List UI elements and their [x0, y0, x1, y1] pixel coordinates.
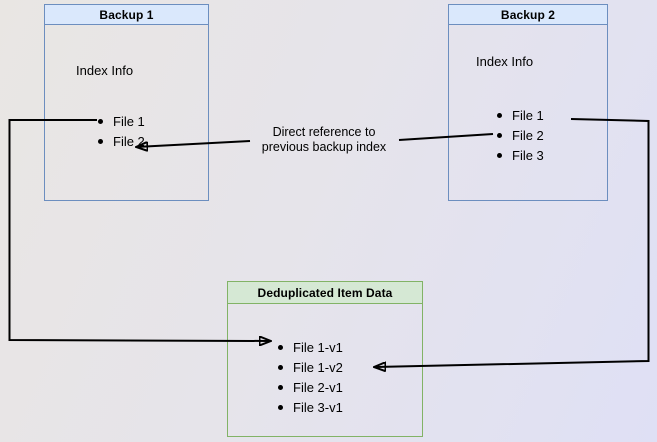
backup1-index-info-label: Index Info	[76, 63, 134, 78]
bullet-icon	[98, 138, 103, 144]
bullet-icon	[497, 132, 502, 138]
edge-annotation-line2: previous backup index	[261, 140, 387, 154]
dedup-file-list: File 1-v1 File 1-v2 File 2-v1 File 3-v1	[278, 337, 343, 417]
file-label: File 2	[113, 133, 145, 149]
backup2-header: Backup 2	[449, 5, 607, 25]
file-label: File 3	[512, 147, 544, 163]
bullet-icon	[278, 364, 283, 370]
bullet-icon	[278, 384, 283, 390]
list-item: File 2	[98, 131, 145, 151]
list-item: File 1-v1	[278, 337, 343, 357]
edge-annotation-line1: Direct reference to	[272, 125, 376, 139]
file-label: File 1-v2	[293, 359, 343, 375]
backup2-file-list: File 1 File 2 File 3	[497, 105, 544, 165]
dedup-header: Deduplicated Item Data	[228, 282, 422, 304]
backup1-file-list: File 1 File 2	[98, 111, 145, 151]
backup1-box: Backup 1	[44, 4, 209, 201]
backup2-box: Backup 2	[448, 4, 608, 201]
backup2-index-info-label: Index Info	[476, 54, 534, 69]
bullet-icon	[497, 112, 502, 118]
list-item: File 3	[497, 145, 544, 165]
list-item: File 1	[98, 111, 145, 131]
file-label: File 1-v1	[293, 339, 343, 355]
dedup-box: Deduplicated Item Data	[227, 281, 423, 437]
list-item: File 2-v1	[278, 377, 343, 397]
list-item: File 1-v2	[278, 357, 343, 377]
bullet-icon	[278, 344, 283, 350]
bullet-icon	[98, 118, 103, 124]
file-label: File 1	[113, 113, 145, 129]
bullet-icon	[497, 152, 502, 158]
file-label: File 3-v1	[293, 399, 343, 415]
edge-annotation: Direct reference to previous backup inde…	[234, 125, 414, 155]
file-label: File 2	[512, 127, 544, 143]
list-item: File 1	[497, 105, 544, 125]
bullet-icon	[278, 404, 283, 410]
backup1-header: Backup 1	[45, 5, 208, 25]
file-label: File 2-v1	[293, 379, 343, 395]
list-item: File 3-v1	[278, 397, 343, 417]
list-item: File 2	[497, 125, 544, 145]
file-label: File 1	[512, 107, 544, 123]
